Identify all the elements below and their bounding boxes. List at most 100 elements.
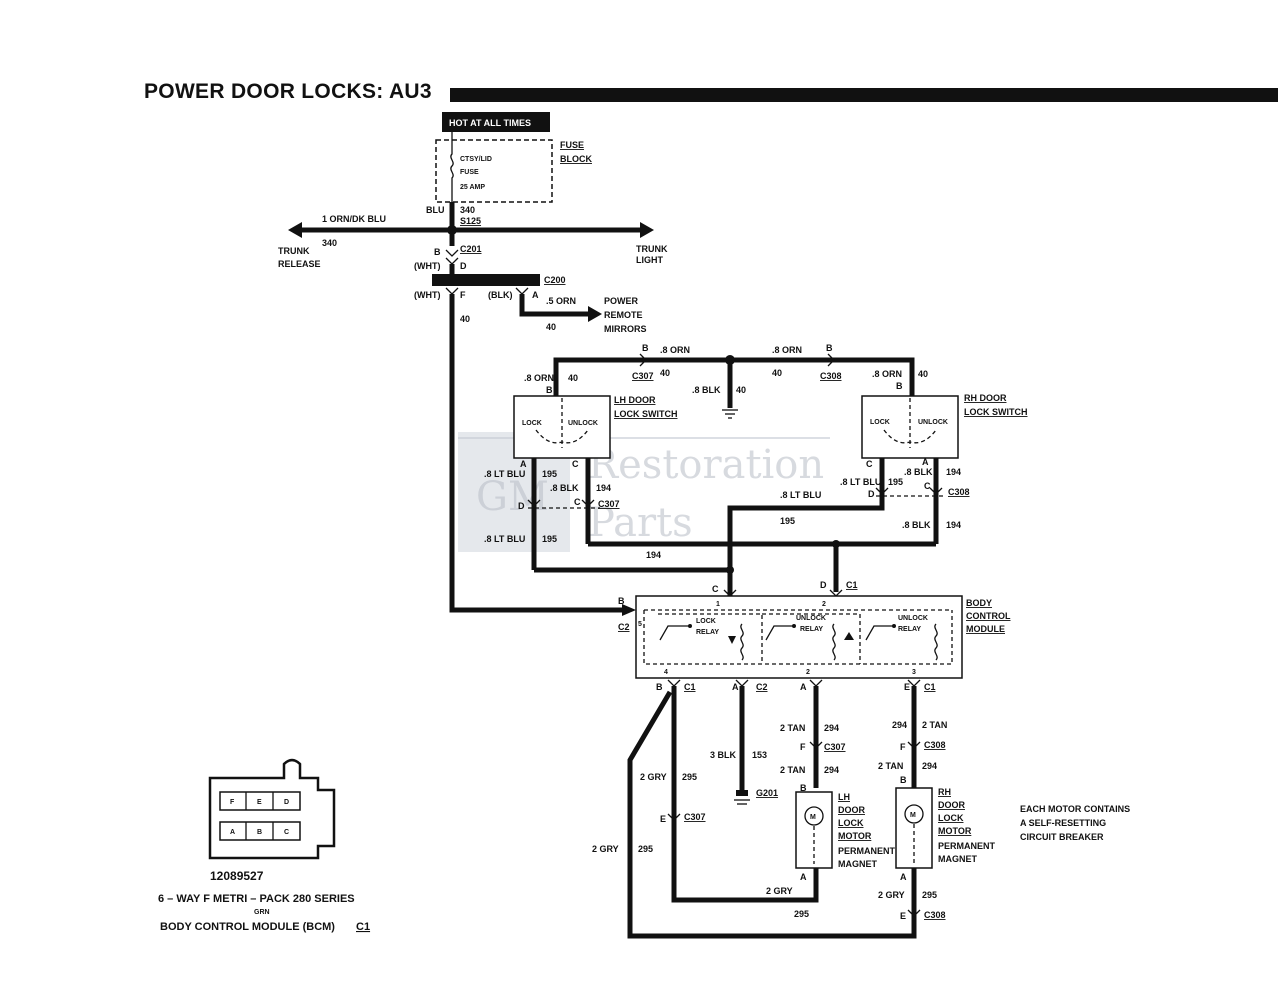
mid-blk-circuit: 194	[646, 550, 661, 560]
c201-wht: (WHT)	[414, 261, 441, 271]
rh-motor-m: M	[910, 812, 916, 819]
g201-id: G201	[756, 788, 778, 798]
rh-switch-pin-b: B	[896, 381, 903, 391]
rh-switch-color: .8 ORN	[872, 369, 902, 379]
gry-outer: 2 GRY	[592, 844, 619, 854]
bcm-n5: 5	[638, 621, 642, 628]
lh-motor-l6: MAGNET	[838, 859, 877, 869]
rh-294-color2: 2 TAN	[878, 761, 903, 771]
fuse-block-label1: FUSE	[560, 140, 584, 150]
unlock-relay-2	[865, 623, 938, 661]
lh-motor-pin-a: A	[800, 872, 807, 882]
rh-switch-pin-a: A	[922, 457, 929, 467]
top-pin-b-left: B	[642, 343, 649, 353]
top-left-color: .8 ORN	[660, 345, 690, 355]
conn-color: GRN	[254, 909, 270, 916]
trunk-light-arrow	[640, 222, 654, 238]
rh-motor-icon	[904, 804, 924, 824]
lh-294-color: 2 TAN	[780, 723, 805, 733]
ground-icon-g201	[734, 790, 750, 805]
title-rule	[450, 88, 1278, 102]
bcm-out-c1b: C1	[924, 682, 936, 692]
lh-switch-unlock: UNLOCK	[568, 420, 598, 427]
c201-connector	[445, 249, 459, 265]
note-2: A SELF-RESETTING	[1020, 818, 1106, 828]
watermark-line2: Parts	[588, 500, 693, 546]
rh-switch-pin-c: C	[866, 459, 873, 469]
gry-bottom: 2 GRY	[766, 886, 793, 896]
connector-face-view	[208, 758, 336, 860]
lh-motor-l5: PERMANENT	[838, 846, 896, 856]
unlock-relay-1-coil-icon	[832, 623, 836, 661]
conn-part-number: 12089527	[210, 869, 264, 883]
bcm-n2b: 2	[806, 669, 810, 676]
lh-blk-circuit: 194	[596, 483, 611, 493]
conn-pin-f: F	[230, 799, 235, 806]
rh-motor-l4: MOTOR	[938, 826, 972, 836]
conn-pin-c: C	[284, 829, 289, 836]
rh-motor-l5: PERMANENT	[938, 841, 996, 851]
lh-lower-pin-c: C	[574, 497, 581, 507]
trunk-release-2: RELEASE	[278, 259, 321, 269]
rh-blk2-circuit: 194	[946, 520, 961, 530]
lh-294-pin-b: B	[800, 783, 807, 793]
rh-switch-title1: RH DOOR	[964, 393, 1007, 403]
rh-294-pin-f: F	[900, 742, 906, 752]
c200-blk: (BLK)	[488, 290, 513, 300]
lh-294-color2: 2 TAN	[780, 765, 805, 775]
page-title: POWER DOOR LOCKS: AU3	[144, 80, 432, 103]
ground-circuit: 40	[736, 385, 746, 395]
gry-rh-e: E	[900, 911, 906, 921]
splice-color: BLU	[426, 205, 445, 215]
conn-pin-a: A	[230, 829, 235, 836]
rh-blu-color: .8 LT BLU	[840, 477, 881, 487]
lh-blk-color: .8 BLK	[550, 483, 579, 493]
rh-motor-l2: DOOR	[938, 800, 966, 810]
lh-lower-pin-d: D	[518, 501, 525, 511]
gry-c307: C307	[684, 812, 706, 822]
gry-outer-circ: 295	[638, 844, 653, 854]
top-right-color: .8 ORN	[772, 345, 802, 355]
lh-294-circuit2: 294	[824, 765, 839, 775]
lh-blu2-color: .8 LT BLU	[484, 534, 525, 544]
mirror-wire-circuit: 40	[546, 322, 556, 332]
bcm-out-e: E	[904, 682, 910, 692]
lock-relay-coil-icon	[740, 623, 744, 661]
mirror-wire-color: .5 ORN	[546, 296, 576, 306]
bcm-n3: 3	[912, 669, 916, 676]
bcm-c1: C1	[846, 580, 858, 590]
gry-e: E	[660, 814, 666, 824]
lh-blu-circuit: 195	[542, 469, 557, 479]
watermark-line1: Restoration	[588, 442, 824, 488]
fuse-name2: FUSE	[460, 169, 479, 176]
mirrors-2: REMOTE	[604, 310, 643, 320]
ground-icon-center	[722, 409, 738, 419]
top-c307: C307	[632, 371, 654, 381]
lh-motor-l4: MOTOR	[838, 831, 872, 841]
watermark-logo: GM	[476, 474, 549, 520]
c200-pin-f: F	[460, 290, 466, 300]
c200-wht: (WHT)	[414, 290, 441, 300]
lh-blu-color: .8 LT BLU	[484, 469, 525, 479]
g201-color: 3 BLK	[710, 750, 737, 760]
lock-relay-2: RELAY	[696, 629, 719, 636]
gry-rh-c308: C308	[924, 910, 946, 920]
unlock-relay-1	[765, 623, 854, 661]
bcm-n2: 2	[822, 601, 826, 608]
conn-pin-b: B	[257, 829, 262, 836]
mid-blu-color: .8 LT BLU	[780, 490, 821, 500]
rh-294-circuit2: 294	[922, 761, 937, 771]
trunk-wire-circuit: 340	[322, 238, 337, 248]
lock-relay-1: LOCK	[696, 618, 716, 625]
bcm-pin-c: C	[712, 584, 719, 594]
bcm-out-a2: A	[800, 682, 807, 692]
lh-motor-l3: LOCK	[838, 818, 864, 828]
rh-switch-circuit: 40	[918, 369, 928, 379]
lh-motor-l1: LH	[838, 792, 850, 802]
lh-motor-icon	[804, 806, 824, 826]
lh-switch-circuit: 40	[568, 373, 578, 383]
lh-switch-pin-a: A	[520, 459, 527, 469]
bcm-out-c1a: C1	[684, 682, 696, 692]
trunk-light-2: LIGHT	[636, 255, 663, 265]
conn-module-conn: C1	[356, 921, 370, 933]
